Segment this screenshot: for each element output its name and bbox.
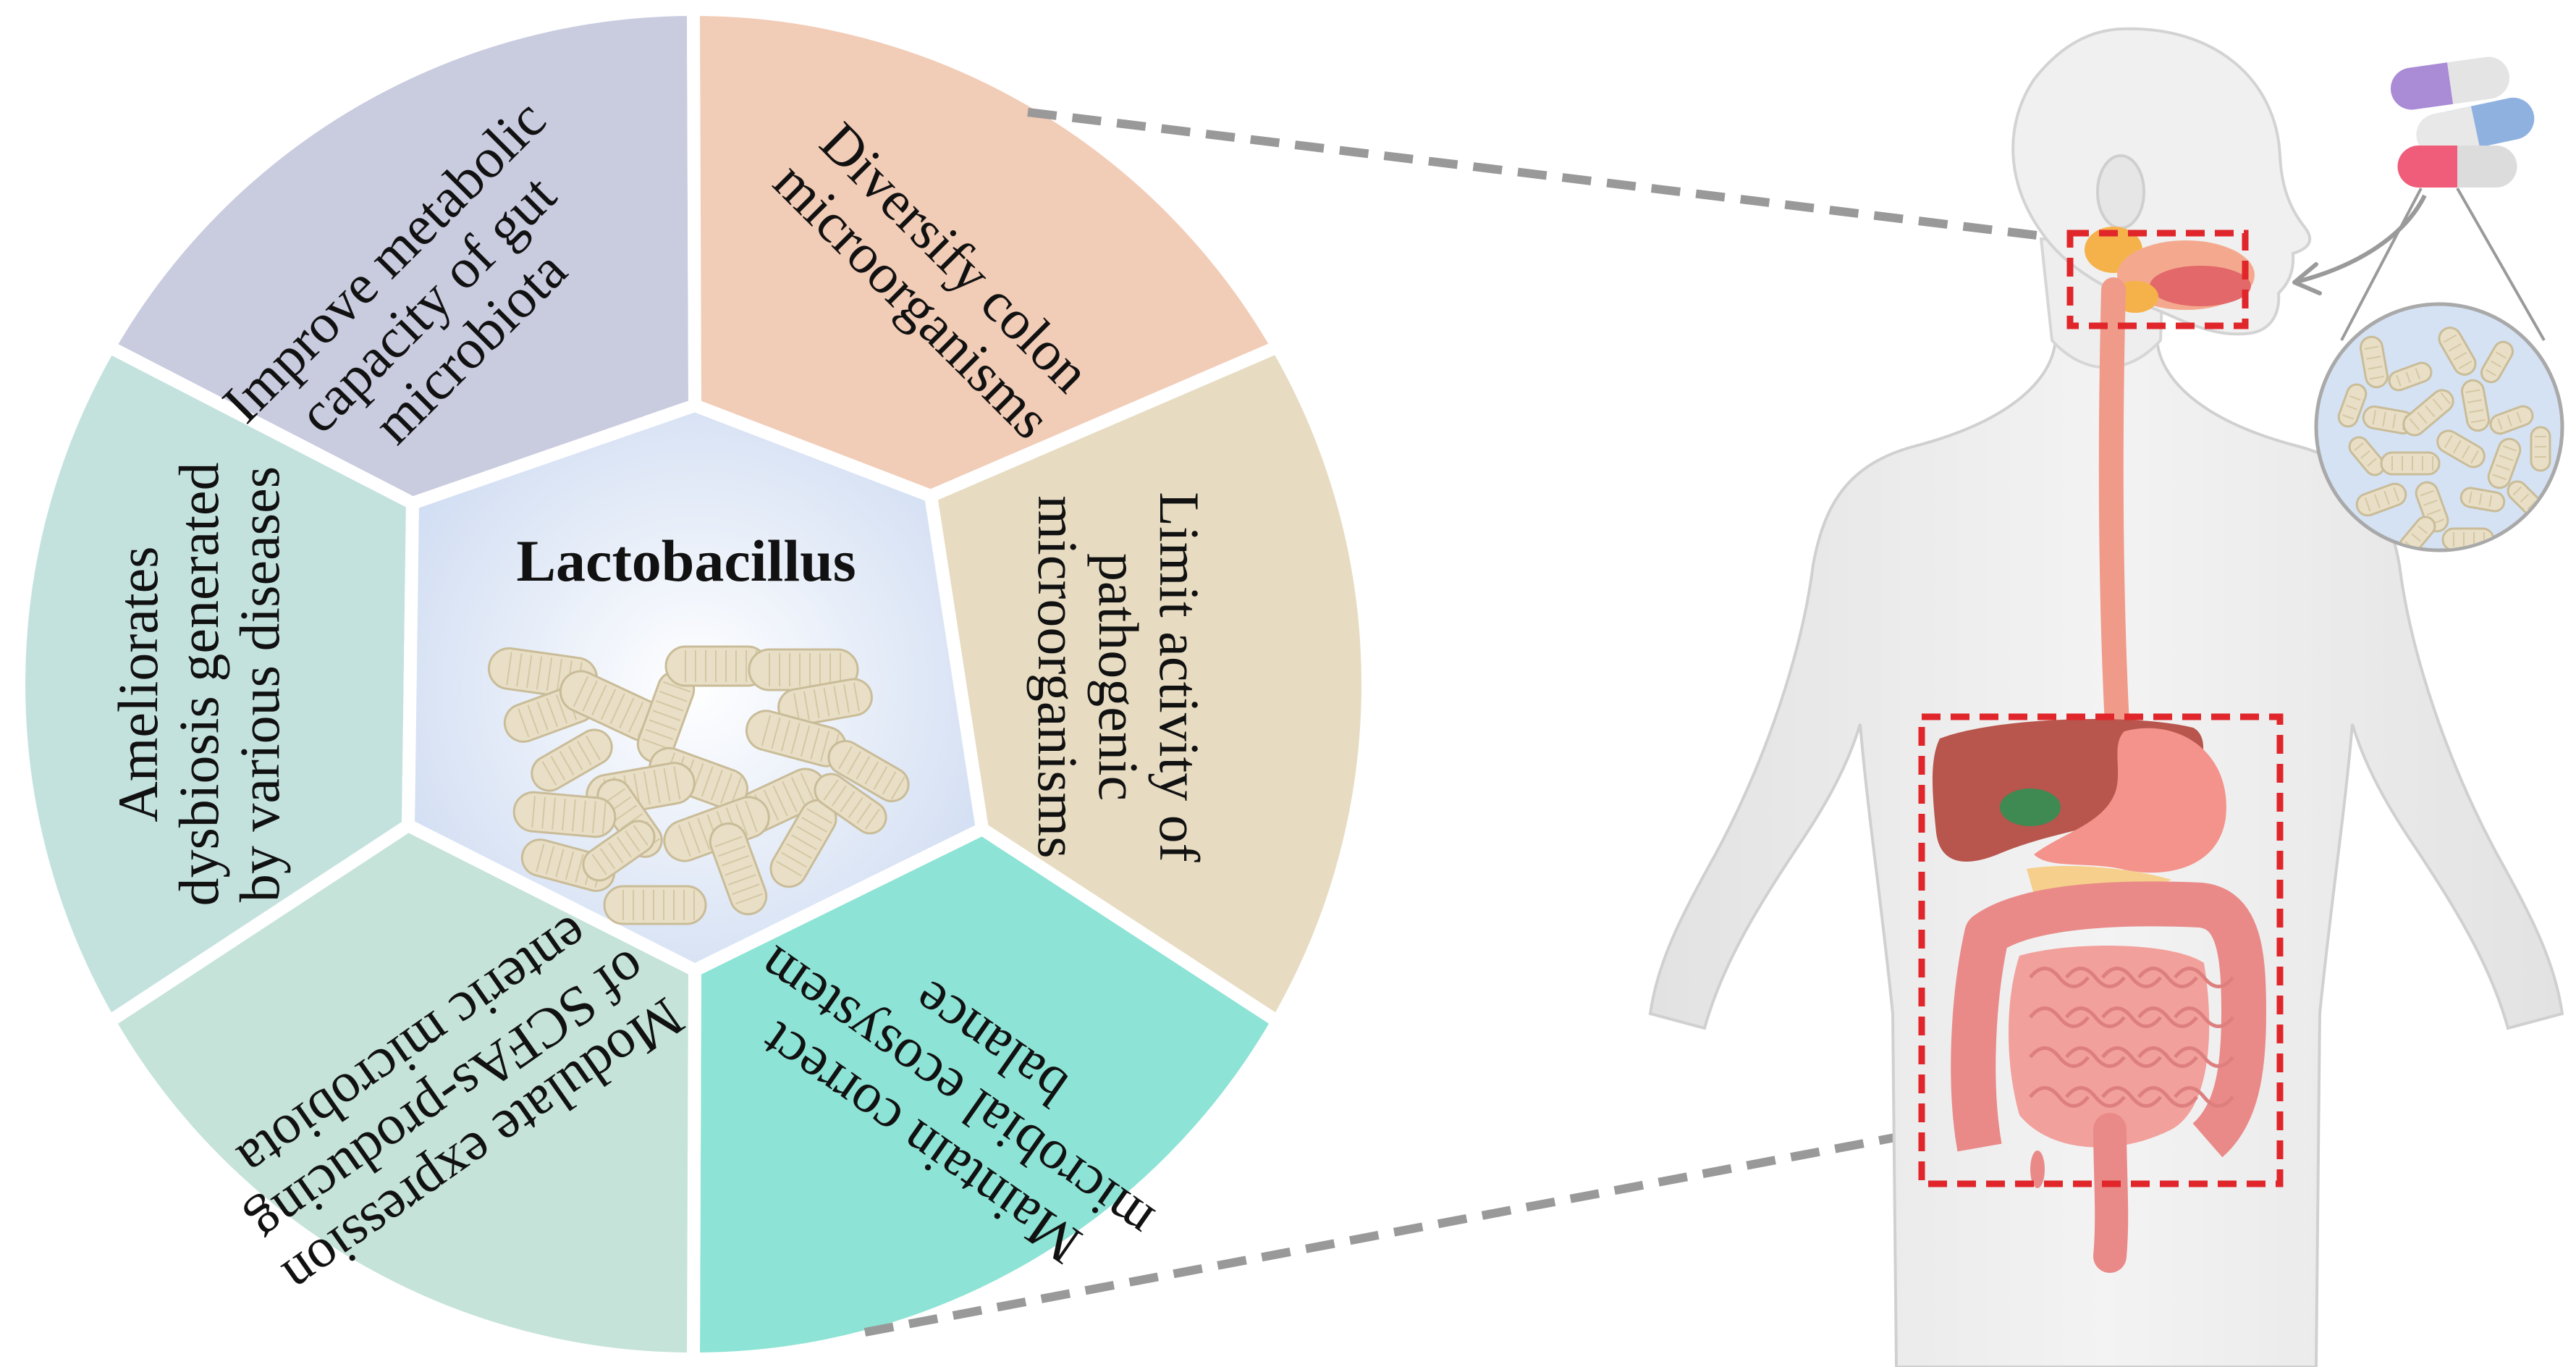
intestine-coil [2174, 1006, 2234, 1028]
rectum-icon [2093, 1113, 2129, 1273]
lactobacillus-rod [2530, 426, 2551, 472]
mouth-highlight-box [2066, 230, 2249, 329]
intestine-coil [2174, 967, 2234, 988]
intestine-coil [2029, 967, 2090, 988]
lactobacillus-rod [2360, 335, 2389, 389]
lactobacillus-rod [582, 820, 656, 882]
lactobacillus-rod [777, 678, 873, 727]
segment-diversify [687, 3, 1285, 502]
pink-capsule [2397, 146, 2517, 188]
intestine-coil [2101, 1086, 2162, 1108]
lactobacillus-rod [2487, 437, 2522, 489]
lactobacillus-rod [2388, 361, 2433, 392]
gut-highlight-box [1918, 713, 2284, 1187]
segment-ameliorate-line: dysbiosis generated [167, 462, 230, 906]
lactobacillus-rod [2459, 487, 2506, 513]
segment-limit-label: Limit activity ofpathogenicmicroorganism… [1026, 492, 1211, 862]
gallbladder-icon [2000, 788, 2061, 826]
lactobacillus-rod [2337, 383, 2368, 428]
intestine-coil [2101, 1006, 2162, 1028]
lactobacillus-rod [2489, 405, 2534, 435]
large-intestine-icon [1951, 881, 2266, 1158]
lactobacillus-rod [603, 885, 707, 925]
segment-ameliorate-line: by various diseases [228, 466, 291, 902]
magnifier-line-right [2456, 188, 2546, 341]
lactobacillus-rod [2461, 379, 2490, 432]
segment-maintain [687, 823, 1285, 1366]
lactobacillus-rod [2355, 482, 2407, 517]
segment-limit [924, 340, 1374, 1028]
center-title: Lactobacillus [516, 528, 856, 594]
segment-limit-line: pathogenic [1087, 553, 1150, 801]
lactobacillus-rod [2402, 389, 2454, 437]
body-ear [2096, 154, 2145, 230]
digestive-tract-icon [1933, 719, 2266, 1273]
lactobacillus-rod [709, 822, 768, 916]
lactobacillus-rod [531, 728, 613, 792]
intestine-coil [2065, 1046, 2126, 1068]
purple-capsule [2391, 56, 2509, 110]
intake-arrowhead [2292, 262, 2322, 295]
lactobacillus-cluster-icon [487, 645, 910, 925]
intestine-coil [2137, 967, 2198, 988]
lactobacillus-rod [512, 791, 617, 838]
appendix-icon [2030, 1151, 2045, 1188]
intake-arrow [2294, 194, 2427, 285]
intestine-coil [2101, 1046, 2162, 1068]
lactobacillus-rod [2436, 429, 2486, 468]
oral-cavity-icon [2085, 227, 2255, 313]
intestine-coil [2137, 1006, 2198, 1028]
connector-lines [863, 108, 2067, 1337]
intestine-coil [2174, 1086, 2234, 1108]
lactobacillus-rod [748, 648, 859, 691]
connector-top [1027, 108, 2067, 243]
lactobacillus-rod [814, 773, 887, 835]
intestine-coil [2029, 1086, 2090, 1108]
segment-ameliorate [12, 340, 419, 1028]
lactobacillus-rod [2348, 436, 2386, 476]
intestine-coil [2101, 967, 2162, 988]
intestine-coil [2029, 1046, 2090, 1068]
magnifier-line-left [2340, 188, 2423, 341]
stomach-icon [2034, 728, 2226, 873]
blue-capsule [2416, 97, 2535, 156]
capsules-icon [2391, 56, 2535, 188]
lactobacillus-rod [2380, 451, 2441, 476]
lactobacillus-rod [2480, 340, 2514, 384]
intestine-coils [2029, 967, 2234, 1108]
intestine-coil [2137, 1086, 2198, 1108]
intestine-coil [2137, 1046, 2198, 1068]
lactobacillus-rod [2438, 327, 2477, 376]
lactobacillus-rod [827, 740, 910, 802]
segment-limit-line: microorganisms [1026, 495, 1089, 858]
esophagus-icon [2098, 277, 2129, 736]
intestine-coil [2174, 1046, 2234, 1068]
segment-improve [102, 3, 701, 510]
intestine-coil [2029, 1006, 2090, 1028]
intestine-coil [2065, 1086, 2126, 1108]
segment-ameliorate-line: Ameliorates [106, 546, 169, 822]
lactobacillus-rod [2415, 481, 2449, 533]
intestine-coil [2065, 967, 2126, 988]
intestine-coil [2065, 1006, 2126, 1028]
bacteria-magnifier-icon [2314, 302, 2564, 552]
human-body-icon [1648, 27, 2564, 1367]
segment-modulate [102, 819, 701, 1366]
segment-limit-line: Limit activity of [1148, 492, 1211, 862]
